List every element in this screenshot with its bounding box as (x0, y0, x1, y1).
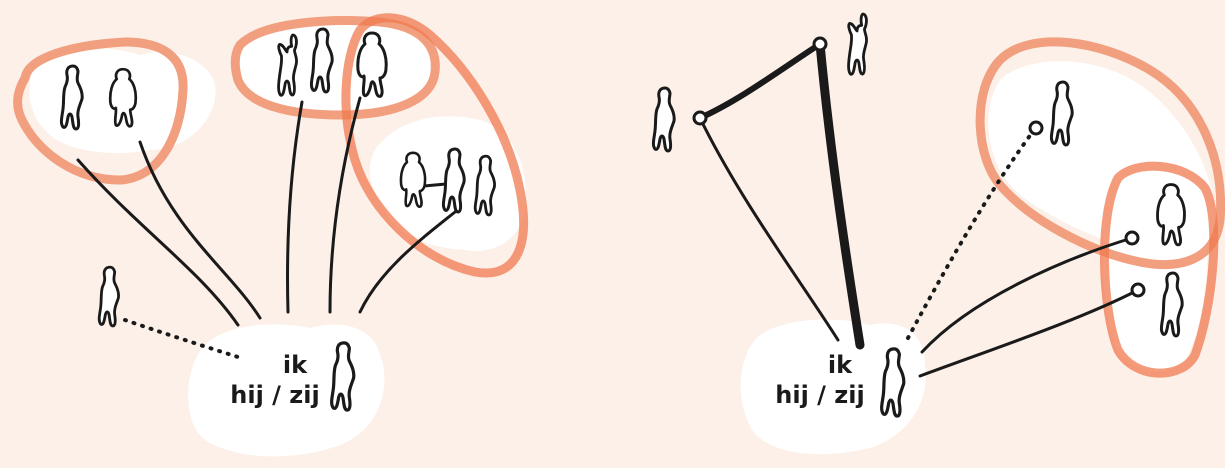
group-outline-right-trio (341, 13, 529, 278)
group-outline-inner (1100, 161, 1219, 378)
left-diagram (13, 13, 529, 457)
label-ik: ik (282, 351, 308, 379)
strong-tie-line (697, 41, 823, 121)
weak-tie-dotted-line (906, 128, 1036, 340)
group-outline-top-trio (230, 16, 440, 120)
self-label-right: ik hij / zij (760, 350, 880, 410)
tie-node (1124, 230, 1140, 246)
person-icon (651, 86, 676, 153)
tie-node (692, 110, 708, 126)
tie-line (358, 210, 457, 314)
group-outline-outer (975, 37, 1225, 270)
tie-line (328, 96, 362, 314)
tie-line (698, 116, 840, 342)
blob-center-right (740, 319, 926, 455)
label-hij-zij: hij / zij (775, 381, 865, 409)
person-icon (847, 12, 869, 76)
tie-node (1130, 282, 1146, 298)
strong-tie-line (815, 39, 865, 350)
tie-line (918, 288, 1140, 378)
label-ik: ik (827, 351, 853, 379)
tie-line (920, 236, 1134, 354)
link-between-friends (423, 182, 447, 188)
self-label-left: ik hij / zij (205, 350, 345, 410)
tie-line (76, 158, 240, 327)
label-hij-zij: hij / zij (230, 381, 320, 409)
weak-tie-dotted-line (123, 318, 240, 359)
tie-line (138, 140, 262, 320)
tie-node (1028, 120, 1044, 136)
group-outline-left-pair (13, 37, 188, 185)
tie-node (812, 36, 828, 52)
tie-line (286, 100, 304, 314)
right-diagram (651, 12, 1225, 455)
person-icon (97, 265, 121, 328)
